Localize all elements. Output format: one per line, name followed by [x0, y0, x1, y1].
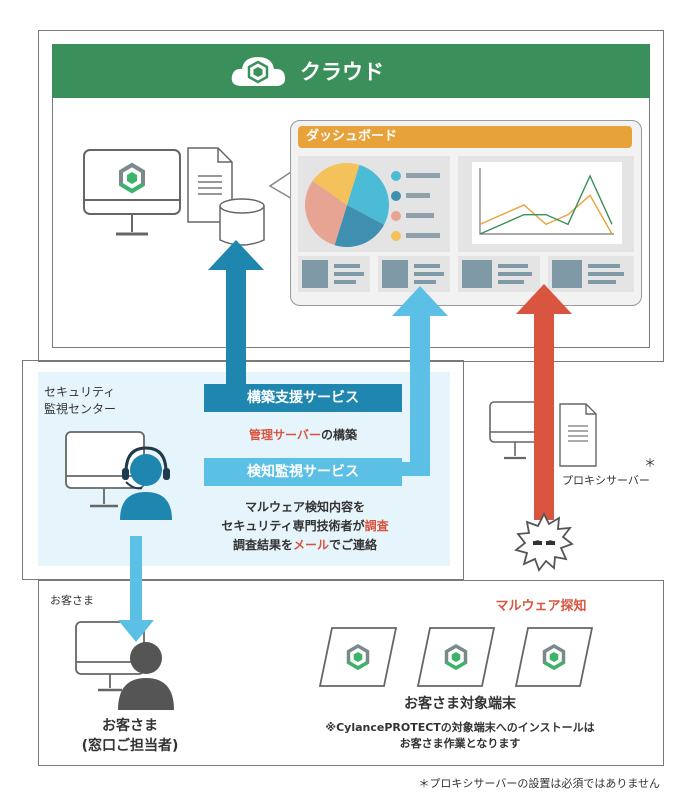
database-icon	[219, 198, 265, 246]
legend-dot	[391, 211, 401, 221]
soc-desc-line1: マルウェア検知内容を	[244, 500, 365, 514]
proxy-server-icon	[489, 401, 597, 467]
customer-person-icon	[75, 621, 174, 710]
legend-bar	[406, 233, 440, 238]
pie-slice	[347, 164, 389, 225]
pie-slice	[305, 180, 347, 246]
pie-slice	[334, 205, 385, 247]
soc-desc-line3-pre: 調査結果を	[232, 538, 293, 552]
monitor-up-arrow	[392, 286, 448, 476]
customer-device-icon	[416, 627, 496, 687]
customer-device-icon	[514, 627, 594, 687]
malware-up-arrow	[516, 284, 572, 520]
management-monitor-icon	[83, 149, 181, 236]
cloud-header-bar	[52, 44, 650, 98]
operator-monitor-icon	[65, 431, 172, 520]
line-series-1	[479, 194, 613, 235]
monitor-service-label: 検知監視サービス	[247, 464, 359, 480]
build-desc-highlight: 管理サーバー	[249, 428, 321, 442]
dashboard-pointer	[268, 169, 295, 201]
pie-chart	[305, 163, 389, 247]
build-desc-rest: の構築	[320, 428, 357, 442]
install-note-line1: ※CylancePROTECTの対象端末へのインストールは	[325, 721, 595, 734]
build-service-label: 構築支援サービス	[247, 390, 359, 406]
build-up-arrow	[208, 240, 264, 394]
customer-person-role: (窓口ご担当者)	[81, 738, 179, 754]
widget-tile	[548, 256, 634, 292]
pie-legend	[391, 171, 440, 241]
soc-desc-line3: 調査結果をメールでご連絡	[180, 536, 430, 554]
soc-label-line1: セキュリティ	[44, 385, 116, 399]
cloud-title: クラウド	[300, 60, 384, 84]
legend-bar	[406, 193, 430, 198]
malware-detect-label: マルウェア探知	[495, 599, 587, 614]
customer-area-label: お客さま	[50, 594, 94, 607]
soc-desc-line2-highlight: 調査	[364, 519, 389, 533]
widget-tile	[378, 256, 450, 292]
proxy-label: プロキシサーバー	[562, 474, 650, 487]
monitor-service-banner	[204, 458, 402, 486]
line-chart	[479, 168, 614, 235]
dashboard-title: ダッシュボード	[306, 129, 398, 144]
malware-virus-icon	[514, 512, 574, 572]
widget-tile	[298, 256, 370, 292]
customer-device-icon	[318, 627, 398, 687]
customer-person-name: お客さま	[102, 718, 158, 734]
cloud-frame	[38, 30, 664, 362]
legend-dot	[391, 191, 401, 201]
cloud-inner	[52, 98, 650, 348]
build-service-desc: 管理サーバーの構築	[204, 426, 402, 444]
line-chart-bg	[472, 162, 622, 244]
soc-desc-line2-pre: セキュリティ専門技術者が	[221, 519, 365, 533]
soc-desc-line3-post: でご連絡	[329, 538, 378, 552]
install-note-line2: お客さま作業となります	[399, 737, 521, 750]
notify-down-arrow	[118, 536, 154, 642]
legend-bar	[406, 213, 434, 218]
soc-label-line2: 監視センター	[44, 402, 117, 416]
line-series-2	[479, 174, 613, 235]
customer-frame	[38, 580, 664, 766]
proxy-footnote: ＊プロキシサーバーの設置は必須ではありません	[418, 777, 660, 790]
soc-desc-line3-highlight: メール	[292, 538, 329, 552]
soc-desc-line2: セキュリティ専門技術者が調査	[180, 517, 430, 535]
legend-dot	[391, 231, 401, 241]
legend-bar	[406, 173, 440, 178]
dashboard-title-bar	[298, 126, 632, 148]
widget-tile	[458, 256, 540, 292]
pie-slice	[312, 163, 360, 205]
legend-dot	[391, 171, 401, 181]
cloud-icon	[231, 57, 286, 86]
customer-devices-label: お客さま対象端末	[404, 696, 516, 712]
proxy-asterisk: ＊	[644, 456, 657, 470]
